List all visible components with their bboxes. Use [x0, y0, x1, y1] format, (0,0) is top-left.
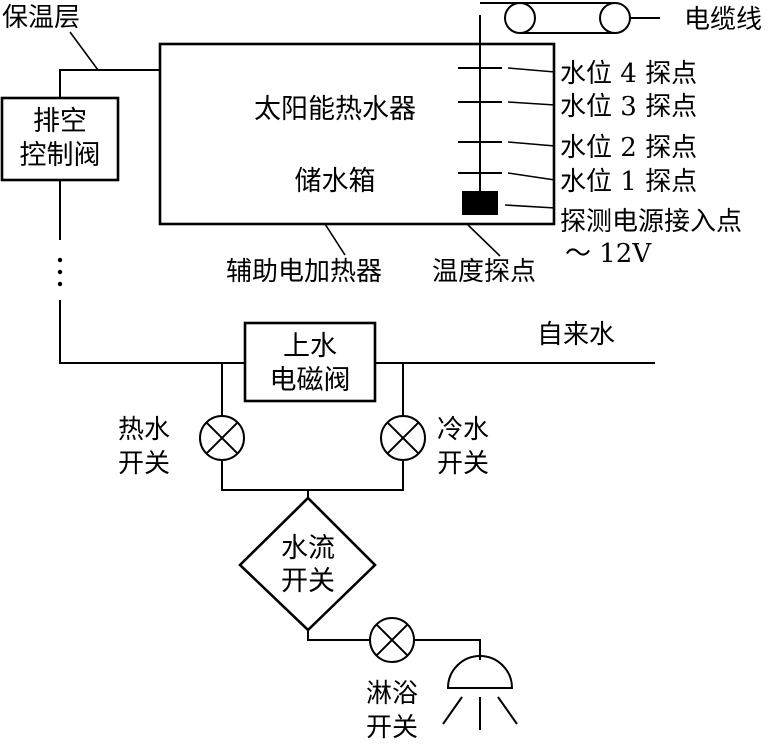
vent-valve-label-line1: 排空 [33, 106, 87, 137]
level4-label: 水位 4 探点 [560, 59, 697, 89]
aux-heater-label: 辅助电加热器 [226, 257, 382, 287]
temp-probe-label: 温度探点 [432, 257, 536, 287]
vent-valve-box [0, 96, 120, 182]
cable-pulley-left [504, 2, 536, 34]
voltage-label: ～ 12V [565, 239, 652, 269]
cable-label: 电缆线 [684, 5, 762, 35]
inlet-solenoid-box [243, 321, 377, 403]
power-probe-leader [504, 204, 556, 209]
shower-feed-line [307, 630, 370, 641]
cable-pulley-right [599, 2, 631, 34]
level4-leader [507, 67, 556, 73]
vent-pipe-bottom [59, 300, 245, 364]
level2-label: 水位 2 探点 [560, 133, 697, 163]
water-flow-switch-diamond [238, 496, 377, 632]
tank-label-line1: 太阳能热水器 [254, 94, 416, 125]
level1-leader [507, 172, 556, 181]
continuation-dot [57, 269, 63, 275]
continuation-dot [57, 257, 63, 263]
shower-head-icon [442, 655, 518, 730]
shower-switch-icon [369, 617, 415, 663]
cold-switch-label-line2: 开关 [437, 449, 489, 479]
insulation-label: 保温层 [2, 3, 80, 33]
hot-water-switch-icon [199, 415, 245, 461]
shower-head-feed [414, 639, 481, 660]
inlet-solenoid-label-line2: 电磁阀 [270, 365, 351, 396]
level2-leader [507, 141, 556, 147]
cold-switch-label-line1: 冷水 [437, 415, 489, 445]
inlet-solenoid-label-line1: 上水 [283, 331, 337, 362]
flow-switch-label-line2: 开关 [281, 566, 335, 597]
cold-water-switch-icon [380, 415, 426, 461]
level3-label: 水位 3 探点 [560, 92, 697, 122]
tap-water-label: 自来水 [537, 320, 615, 350]
aux-heater-leader [324, 223, 346, 256]
switch-merge-line [221, 460, 404, 491]
power-probe-label: 探测电源接入点 [560, 207, 742, 237]
insulation-leader [69, 31, 99, 71]
shower-switch-label-line1: 淋浴 [366, 679, 418, 709]
flow-switch-label-line1: 水流 [281, 533, 335, 564]
hot-switch-label-line2: 开关 [118, 449, 170, 479]
vent-pipe-upper [59, 69, 160, 98]
temp-probe-leader [467, 224, 501, 257]
tank-label-line2: 储水箱 [295, 166, 376, 197]
level1-label: 水位 1 探点 [560, 167, 697, 197]
power-probe-block [462, 191, 498, 215]
shower-switch-label-line2: 开关 [366, 713, 418, 743]
hot-switch-label-line1: 热水 [118, 415, 170, 445]
vent-valve-label-line2: 控制阀 [20, 140, 101, 171]
level3-leader [507, 101, 556, 106]
continuation-dot [57, 281, 63, 287]
